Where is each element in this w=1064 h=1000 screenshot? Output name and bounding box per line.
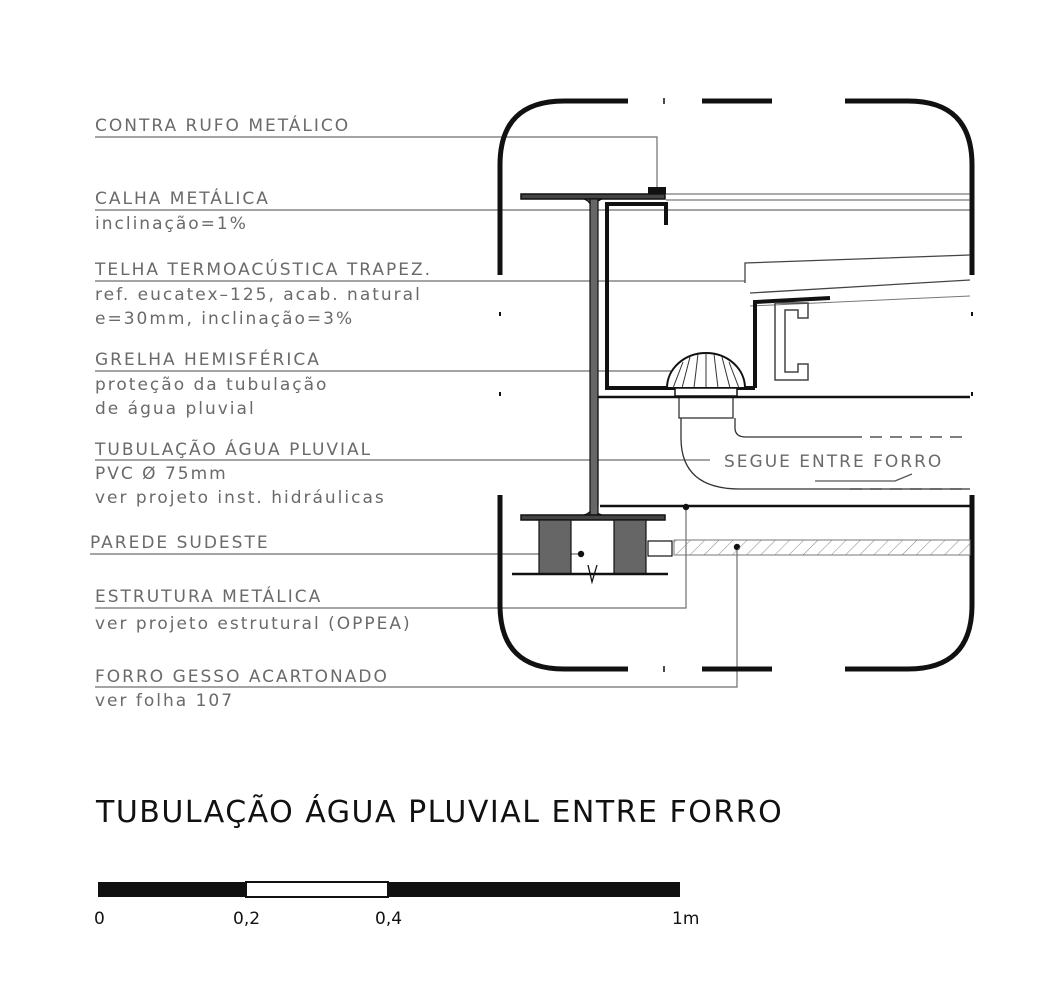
label-title: FORRO GESSO ACARTONADO — [95, 667, 389, 687]
label-contra-rufo: CONTRA RUFO METÁLICO — [95, 114, 350, 136]
roof-tile — [744, 254, 971, 388]
label-note: ver projeto inst. hidráulicas — [95, 488, 386, 508]
label-title: ESTRUTURA METÁLICA — [95, 585, 322, 607]
scale-tick-0: 0 — [94, 909, 105, 929]
steel-column — [520, 193, 666, 521]
label-telha: TELHA TERMOACÚSTICA TRAPEZ. ref. eucatex… — [94, 258, 432, 329]
gypsum-ceiling — [673, 539, 971, 556]
label-estrutura: ESTRUTURA METÁLICA ver projeto estrutura… — [95, 585, 412, 634]
scale-segment-2 — [245, 881, 389, 898]
label-forro: FORRO GESSO ACARTONADO ver folha 107 — [95, 667, 389, 711]
scale-tick-1m: 1m — [672, 909, 699, 929]
detail-frame — [497, 98, 975, 672]
scale-bar: 0 0,2 0,4 1m — [94, 881, 699, 929]
label-title: GRELHA HEMISFÉRICA — [95, 348, 321, 370]
label-grelha: GRELHA HEMISFÉRICA proteção da tubulação… — [95, 348, 328, 419]
label-title: CALHA METÁLICA — [95, 187, 270, 209]
label-title: TUBULAÇÃO ÁGUA PLUVIAL — [94, 438, 372, 460]
label-note: de água pluvial — [95, 399, 256, 419]
flow-arrow-icon — [815, 473, 913, 482]
label-title: PAREDE SUDESTE — [90, 533, 270, 553]
hemispherical-grate — [665, 352, 747, 419]
metal-gutter — [605, 187, 970, 390]
label-note: ref. eucatex–125, acab. natural — [95, 285, 422, 305]
scale-tick-0-4: 0,4 — [375, 909, 402, 929]
label-parede: PAREDE SUDESTE — [90, 533, 270, 553]
label-note: ver projeto estrutural (OPPEA) — [95, 614, 412, 634]
label-title: TELHA TERMOACÚSTICA TRAPEZ. — [94, 258, 432, 280]
drawing-title: TUBULAÇÃO ÁGUA PLUVIAL ENTRE FORRO — [95, 794, 783, 830]
scale-tick-0-2: 0,2 — [233, 909, 260, 929]
label-title: CONTRA RUFO METÁLICO — [95, 114, 350, 136]
flow-annotation: SEGUE ENTRE FORRO — [714, 447, 966, 482]
label-tubulacao: TUBULAÇÃO ÁGUA PLUVIAL PVC Ø 75mm ver pr… — [94, 438, 386, 508]
label-note: ver folha 107 — [95, 691, 234, 711]
wall-section — [512, 519, 673, 585]
label-note: e=30mm, inclinação=3% — [95, 309, 354, 329]
segue-entre-forro-label: SEGUE ENTRE FORRO — [724, 452, 943, 472]
label-note: PVC Ø 75mm — [95, 464, 228, 484]
label-note: proteção da tubulação — [95, 375, 328, 395]
ceiling-lines — [597, 395, 970, 508]
pvc-pipe — [680, 418, 970, 490]
scale-segment-3 — [388, 882, 680, 897]
label-calha: CALHA METÁLICA inclinação=1% — [95, 187, 270, 234]
label-note: inclinação=1% — [95, 214, 248, 234]
scale-segment-1 — [98, 882, 246, 897]
